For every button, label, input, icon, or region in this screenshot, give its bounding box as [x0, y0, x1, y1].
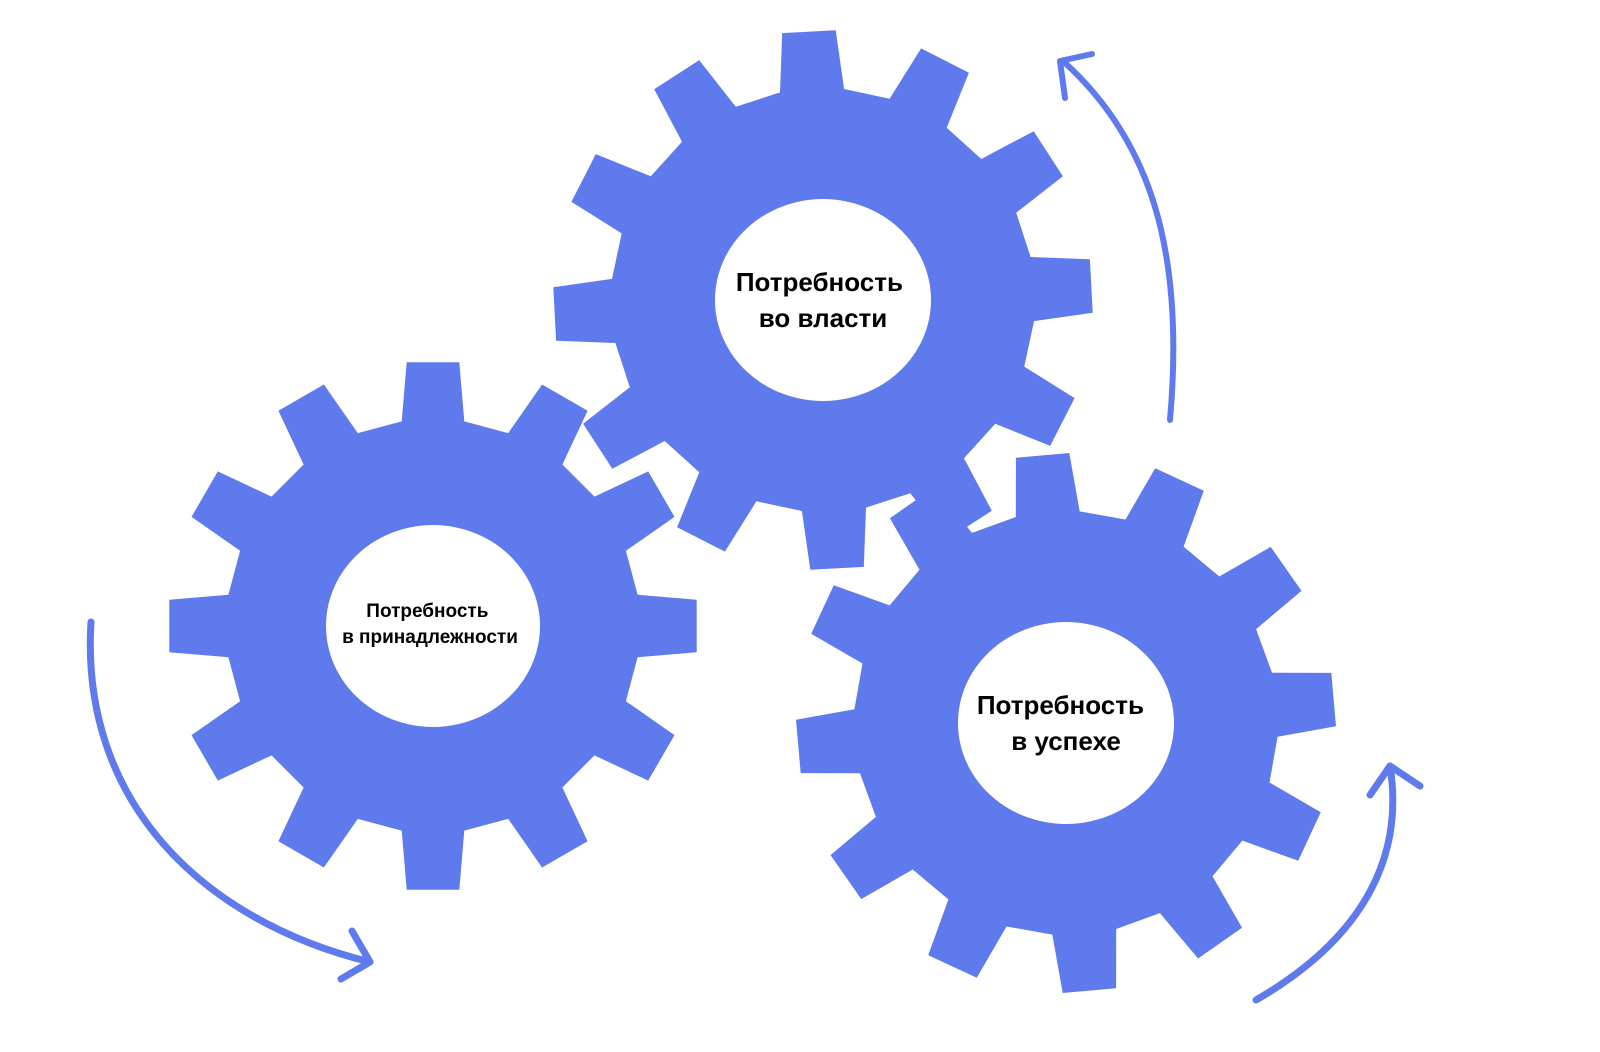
- gear-success-label-line2: в успехе: [1011, 726, 1121, 756]
- gear-power-label-line2: во власти: [759, 303, 888, 333]
- gear-success-label-line1: Потребность: [977, 690, 1144, 720]
- gear-power-label: Потребность во власти: [736, 267, 910, 333]
- gear-power-label-line1: Потребность: [736, 267, 903, 297]
- gear-belonging-hub: [326, 525, 540, 727]
- gear-belonging-label-line2: в принадлежности: [342, 627, 518, 648]
- gear-success: Потребность в успехе: [796, 453, 1336, 993]
- gear-success-hub: [958, 622, 1174, 824]
- gear-belonging-label: Потребность в принадлежности: [342, 601, 518, 648]
- curved-arrow-top-right-icon: [1057, 51, 1177, 423]
- gear-success-label: Потребность в успехе: [977, 690, 1151, 756]
- gear-power-hub: [715, 199, 931, 401]
- gear-belonging: Потребность в принадлежности: [169, 362, 697, 890]
- curved-arrow-bottom-right-icon: [1252, 762, 1424, 1004]
- gear-power: Потребность во власти: [553, 30, 1093, 570]
- gear-belonging-label-line1: Потребность: [366, 601, 488, 622]
- curved-arrow-left-icon: [86, 618, 374, 983]
